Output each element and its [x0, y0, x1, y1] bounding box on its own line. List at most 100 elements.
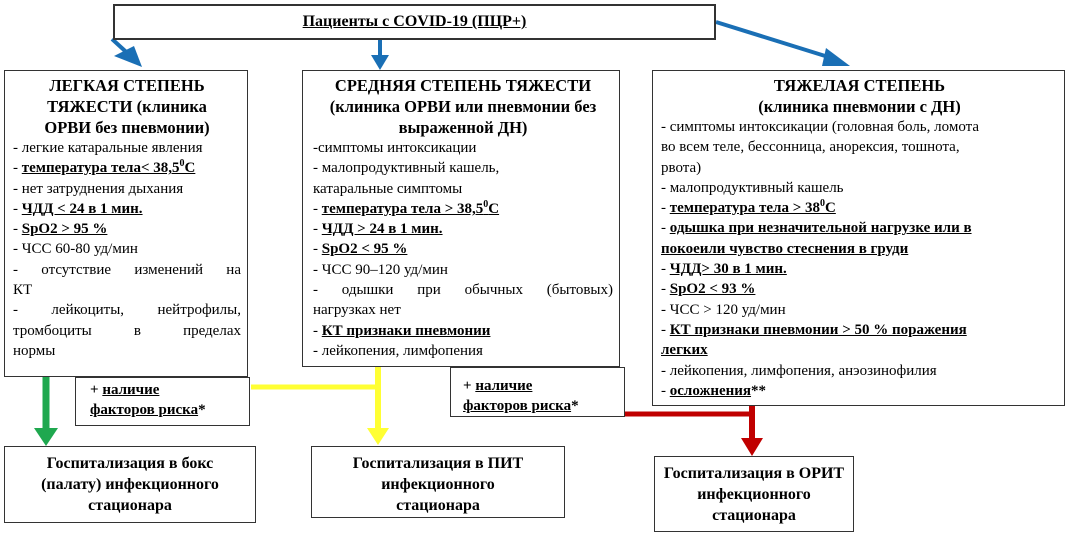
- risk-factors-moderate: + наличие факторов риска*: [450, 367, 625, 417]
- mild-criterion: - температура тела< 38,50С: [13, 158, 196, 177]
- risk-plus: +: [90, 382, 103, 398]
- risk-factors-mild: + наличие факторов риска*: [75, 377, 250, 426]
- hospital-box-ward: Госпитализация в бокс (палату) инфекцион…: [4, 446, 256, 523]
- mild-title-line: ТЯЖЕСТИ (клиника: [47, 97, 207, 116]
- hospital-box-line1: Госпитализация в бокс: [46, 455, 214, 472]
- hospital-pit-line2: инфекционного: [381, 476, 495, 493]
- mild-criterion: - нет затруднения дыхания: [13, 180, 184, 197]
- hospital-orit: Госпитализация в ОРИТ инфекционного стац…: [654, 456, 854, 532]
- severe-criterion: во всем теле, бессонница, анорексия, тош…: [661, 139, 960, 156]
- blue-arrows: [110, 20, 850, 70]
- criterion-emphasis: осложнения: [669, 382, 752, 399]
- criterion-emphasis: SpO2 < 93 %: [669, 281, 756, 298]
- severe-criterion: - ЧДД> 30 в 1 мин.: [661, 261, 787, 278]
- criterion-emphasis: ЧДД > 24 в 1 мин.: [321, 221, 443, 238]
- risk-l1: наличие: [102, 382, 160, 398]
- criterion-emphasis: КТ признаки пневмонии: [321, 322, 491, 339]
- mild-criterion: нормы: [13, 342, 56, 359]
- moderate-criterion: - малопродуктивный кашель,: [313, 160, 500, 177]
- mild-criteria-list: - легкие катаральные явления - температур…: [13, 138, 241, 361]
- hospital-pit-line3: стационара: [396, 497, 480, 514]
- yellow-arrow: [251, 367, 389, 445]
- severe-severity-title: ТЯЖЕЛАЯ СТЕПЕНЬ (клиника пневмонии с ДН): [661, 75, 1058, 117]
- mild-criterion: тромбоциты в пределах: [13, 322, 241, 339]
- moderate-criterion: - одышки при обычных (бытовых): [313, 282, 613, 299]
- moderate-criterion: -симптомы интоксикации: [313, 140, 477, 156]
- moderate-criterion: - SpO2 < 95 %: [313, 241, 408, 258]
- criterion-emphasis: SpO2 < 95 %: [321, 241, 408, 258]
- criterion-emphasis: ЧДД> 30 в 1 мин.: [669, 261, 787, 278]
- moderate-criteria-list: -симптомы интоксикации - малопродуктивный…: [313, 138, 613, 361]
- severe-criterion: - ЧСС > 120 уд/мин: [661, 301, 786, 318]
- green-arrow: [34, 377, 58, 446]
- mild-criterion: - отсутствие изменений на: [13, 261, 241, 278]
- red-arrow: [624, 405, 763, 456]
- severe-criteria-list: - симптомы интоксикации (головная боль, …: [661, 117, 1058, 401]
- criterion-emphasis: ЧДД < 24 в 1 мин.: [21, 200, 143, 217]
- severe-criterion: - малопродуктивный кашель: [661, 179, 844, 196]
- severe-criterion: - осложнения**: [661, 382, 767, 399]
- criterion-emphasis: одышка при незначительной нагрузке или в: [669, 220, 972, 237]
- degree-sup: 0: [820, 198, 825, 210]
- patients-covid-title: Пациенты с COVID-19 (ПЦР+): [302, 13, 527, 30]
- severe-criterion: покоеили чувство стеснения в груди: [661, 239, 1058, 259]
- risk-l2-2: факторов риска: [463, 398, 572, 414]
- mild-title-line: ЛЕГКАЯ СТЕПЕНЬ: [49, 76, 205, 95]
- severe-criterion: - температура тела > 380С: [661, 198, 836, 217]
- hospital-box-line2: (палату) инфекционного: [41, 476, 219, 493]
- mild-criterion: КТ: [13, 282, 33, 299]
- severe-criterion: - лейкопения, лимфопения, анэозинофилия: [661, 362, 937, 379]
- hospital-box-line3: стационара: [88, 497, 172, 514]
- risk-l2: факторов риска: [90, 402, 199, 418]
- severe-severity-box: ТЯЖЕЛАЯ СТЕПЕНЬ(клиника пневмонии с ДН) …: [652, 70, 1065, 406]
- moderate-criterion: - ЧСС 90–120 уд/мин: [313, 261, 448, 278]
- moderate-title-line: СРЕДНЯЯ СТЕПЕНЬ ТЯЖЕСТИ: [334, 76, 592, 95]
- patients-covid-box: Пациенты с COVID-19 (ПЦР+): [113, 4, 716, 40]
- mild-criterion: - ЧСС 60-80 уд/мин: [13, 241, 138, 258]
- moderate-title-line: выраженной ДН): [398, 118, 528, 137]
- hospital-orit-line2: инфекционного: [697, 486, 811, 503]
- hospital-orit-line1: Госпитализация в ОРИТ: [663, 465, 845, 482]
- criterion-emphasis: покоеили чувство стеснения в груди: [661, 240, 909, 257]
- hospital-pit-line1: Госпитализация в ПИТ: [352, 455, 524, 472]
- risk-plus-2: +: [463, 378, 476, 394]
- risk-star: *: [198, 402, 206, 418]
- severe-title-line: (клиника пневмонии с ДН): [758, 97, 961, 116]
- severe-criterion: рвота): [661, 159, 702, 176]
- criterion-emphasis: SpO2 > 95 %: [21, 221, 108, 238]
- criterion-emphasis: температура тела > 38,50С: [321, 198, 500, 217]
- moderate-severity-box: СРЕДНЯЯ СТЕПЕНЬ ТЯЖЕСТИ (клиника ОРВИ или…: [302, 70, 620, 367]
- moderate-criterion: - лейкопения, лимфопения: [313, 342, 483, 359]
- severe-title-line: ТЯЖЕЛАЯ СТЕПЕНЬ: [773, 76, 946, 95]
- moderate-criterion: - КТ признаки пневмонии: [313, 322, 491, 339]
- severe-criterion: - SpO2 < 93 %: [661, 281, 756, 298]
- moderate-criterion: нагрузках нет: [313, 302, 401, 319]
- severe-criterion: легких: [661, 340, 1058, 360]
- mild-title-line: ОРВИ без пневмонии): [44, 118, 210, 137]
- moderate-criterion: - температура тела > 38,50С: [313, 198, 500, 217]
- moderate-criterion: катаральные симптомы: [313, 180, 463, 197]
- hospital-orit-line3: стационара: [712, 507, 796, 524]
- criterion-emphasis: температура тела< 38,50С: [21, 158, 196, 177]
- moderate-severity-title: СРЕДНЯЯ СТЕПЕНЬ ТЯЖЕСТИ (клиника ОРВИ или…: [313, 75, 613, 138]
- severe-criterion: - КТ признаки пневмонии > 50 % поражения: [661, 321, 967, 338]
- risk-l1-2: наличие: [475, 378, 533, 394]
- criterion-emphasis: температура тела > 380С: [669, 198, 836, 217]
- severe-criterion: - одышка при незначительной нагрузке или…: [661, 220, 972, 237]
- moderate-title-line: (клиника ОРВИ или пневмонии без: [329, 97, 597, 116]
- degree-sup: 0: [483, 198, 489, 210]
- hospital-pit: Госпитализация в ПИТ инфекционного стаци…: [311, 446, 565, 518]
- criterion-emphasis: КТ признаки пневмонии > 50 % поражения: [669, 321, 967, 338]
- degree-sup: 0: [179, 158, 185, 170]
- criterion-mark: **: [751, 382, 767, 399]
- criterion-emphasis: легких: [661, 342, 708, 359]
- mild-criterion: - ЧДД < 24 в 1 мин.: [13, 200, 143, 217]
- mild-criterion: - SpO2 > 95 %: [13, 221, 108, 238]
- severe-criterion: - симптомы интоксикации (головная боль, …: [661, 119, 980, 135]
- mild-criterion: - легкие катаральные явления: [13, 140, 203, 156]
- mild-criterion: - лейкоциты, нейтрофилы,: [13, 302, 241, 319]
- risk-star-2: *: [571, 398, 579, 414]
